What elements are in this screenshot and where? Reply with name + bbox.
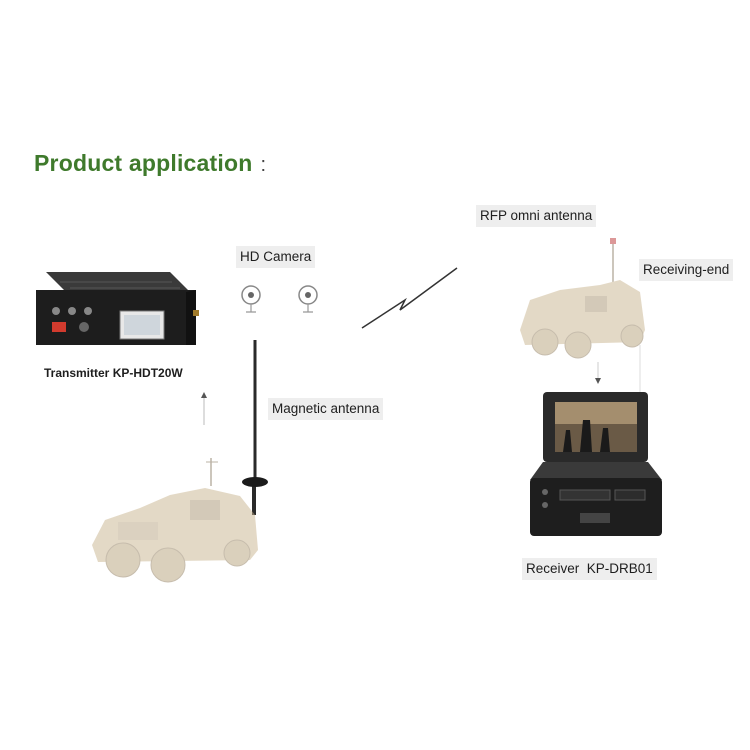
label-hd-camera: HD Camera [236,246,316,268]
label-receiver: Receiver KP-DRB01 [522,558,657,580]
magnetic-antenna-device [242,340,268,515]
label-rfp-omni-antenna: RFP omni antenna [476,205,597,227]
transmitter-device [36,272,199,345]
receiver-device [530,392,662,536]
arrow-down-icon [595,362,601,384]
arrow-up-icon [201,392,207,425]
title-colon: : [260,154,267,176]
title-text: Product application [34,150,253,176]
camera-icon [241,285,261,313]
label-receiving-end: Receiving-end [639,259,734,281]
label-transmitter: Transmitter KP-HDT20W [44,366,183,380]
page-title: Product application: [34,150,266,177]
wireless-signal-icon [361,267,458,329]
transmitting-vehicle [92,458,258,583]
receiving-end-vehicle [520,238,645,359]
camera-icon [298,285,318,313]
label-magnetic-antenna: Magnetic antenna [268,398,384,420]
